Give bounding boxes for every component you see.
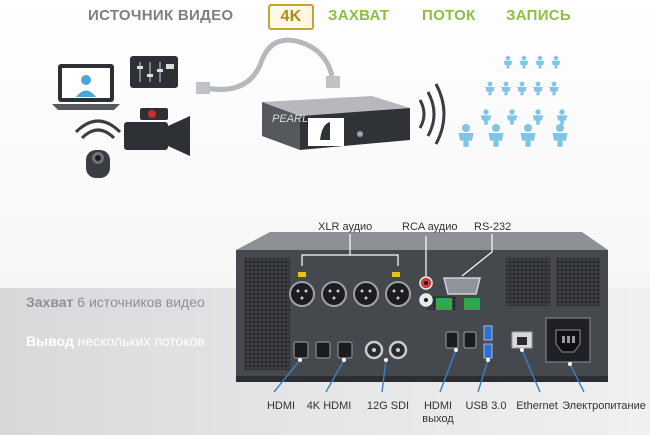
rca-audio-label: RCA аудио	[402, 221, 458, 233]
person-icon	[501, 81, 511, 96]
sdi-port[interactable]	[388, 340, 408, 360]
sdi-label: 12G SDI	[366, 400, 410, 412]
person-icon	[552, 124, 568, 147]
ptz-camera-icon	[74, 119, 122, 178]
mixer-icon	[130, 56, 178, 88]
person-icon	[480, 109, 492, 125]
hdmi-out-label: HDMI выход	[416, 400, 460, 426]
hdmi-4k-port[interactable]	[337, 341, 353, 359]
top-navigation: ИСТОЧНИК ВИДЕО 4K ЗАХВАТ ПОТОК ЗАПИСЬ	[0, 4, 650, 30]
xlr-port[interactable]	[385, 281, 411, 307]
ethernet-port[interactable]	[511, 331, 533, 349]
person-icon	[535, 55, 545, 69]
hdmi-label: HDMI	[266, 400, 296, 412]
capture-caption: Захват 6 источников видео	[26, 294, 205, 310]
pearl-device-icon: PEARL	[262, 96, 410, 150]
person-icon	[556, 109, 568, 125]
xlr-port[interactable]	[353, 281, 379, 307]
broadcast-waves-icon	[418, 83, 446, 145]
workflow-diagram: PEARL	[52, 37, 568, 178]
output-caption-bold: Вывод	[26, 333, 74, 349]
person-icon	[551, 55, 561, 69]
output-caption-rest: нескольких потоков	[73, 333, 205, 349]
person-icon	[506, 109, 518, 125]
xlr-audio-label: XLR аудио	[318, 221, 373, 233]
nav-capture[interactable]: ЗАХВАТ	[328, 7, 390, 24]
xlr-port[interactable]	[321, 281, 347, 307]
rca-port[interactable]	[419, 276, 433, 290]
nav-video-source[interactable]: ИСТОЧНИК ВИДЕО	[88, 7, 234, 24]
person-icon	[533, 81, 543, 96]
ethernet-label: Ethernet	[516, 400, 558, 412]
audience-group	[458, 55, 568, 147]
person-icon	[520, 124, 536, 147]
hdmi-port[interactable]	[315, 341, 331, 359]
rs232-port[interactable]	[443, 277, 481, 295]
svg-text:PEARL: PEARL	[272, 113, 308, 125]
xlr-port[interactable]	[289, 281, 315, 307]
sdi-port[interactable]	[364, 340, 384, 360]
rca-port[interactable]	[419, 293, 433, 307]
person-icon	[488, 124, 504, 147]
hdmi-4k-label: 4K HDMI	[306, 400, 352, 412]
capture-caption-rest: 6 источников видео	[73, 294, 205, 310]
person-icon	[549, 81, 559, 96]
terminal-block[interactable]	[464, 298, 480, 310]
cable-icon	[204, 37, 335, 92]
person-icon	[519, 55, 529, 69]
person-icon	[485, 81, 495, 96]
hdmi-port[interactable]	[293, 341, 309, 359]
nav-record[interactable]: ЗАПИСЬ	[506, 7, 572, 24]
power-label: Электропитание	[562, 400, 646, 412]
usb-label: USB 3.0	[465, 400, 507, 412]
person-icon	[458, 124, 474, 147]
output-caption: Вывод нескольких потоков	[26, 333, 205, 349]
hdmi-out-port[interactable]	[463, 331, 477, 349]
nav-4k-badge[interactable]: 4K	[268, 4, 314, 30]
chassis-top	[236, 232, 608, 250]
nav-stream[interactable]: ПОТОК	[422, 7, 476, 24]
power-port[interactable]	[545, 317, 591, 363]
hdmi-out-label-line2: выход	[422, 413, 454, 425]
rs232-label: RS-232	[474, 221, 512, 233]
laptop-icon	[52, 64, 120, 110]
hdmi-out-label-line1: HDMI	[423, 400, 453, 412]
person-icon	[532, 109, 544, 125]
person-icon	[503, 55, 513, 69]
capture-caption-bold: Захват	[26, 294, 74, 310]
terminal-block[interactable]	[436, 298, 452, 310]
video-camera-icon	[124, 108, 190, 156]
callout-lines	[273, 349, 585, 393]
hdmi-out-port[interactable]	[445, 331, 459, 349]
person-icon	[517, 81, 527, 96]
